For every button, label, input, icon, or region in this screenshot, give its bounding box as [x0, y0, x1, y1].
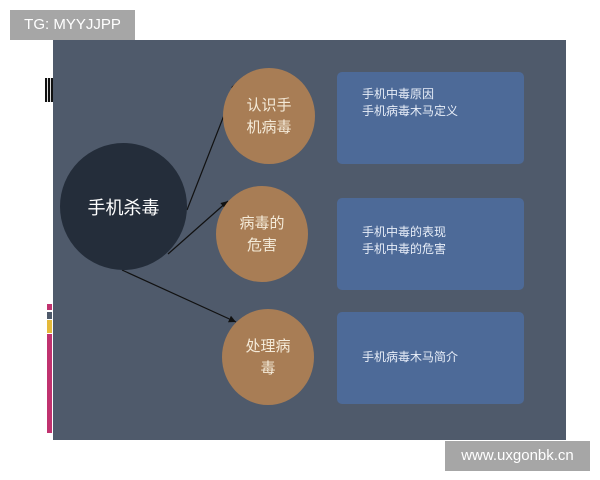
- left-bar-segment-magenta: [47, 334, 52, 433]
- left-bar-segment-yellow: [47, 320, 52, 333]
- tag-label: TG: MYYJJPP: [10, 10, 135, 40]
- topic-node-label: 病毒的 危害: [239, 214, 285, 254]
- left-bar-segment-slate: [47, 312, 52, 319]
- detail-item: 手机病毒木马定义: [362, 104, 459, 118]
- detail-box-virus-harm: 手机中毒的表现 手机中毒的危害: [337, 198, 524, 290]
- left-bar-segment-magenta-small: [47, 304, 52, 310]
- watermark-label: www.uxgonbk.cn: [445, 441, 590, 471]
- detail-box-handle-virus: 手机病毒木马简介: [337, 312, 524, 404]
- center-node-label: 手机杀毒: [87, 197, 160, 219]
- detail-item: 手机中毒原因: [362, 87, 435, 101]
- detail-item: 手机病毒木马简介: [362, 350, 459, 364]
- topic-node-label: 认识手 机病毒: [246, 96, 292, 136]
- detail-item: 手机中毒的危害: [362, 242, 447, 256]
- topic-node-label: 处理病 毒: [245, 337, 291, 377]
- topic-node-virus-harm: 病毒的 危害: [216, 186, 308, 282]
- arrow-to-topic-2: [167, 200, 229, 255]
- detail-box-recognize-virus: 手机中毒原因 手机病毒木马定义: [337, 72, 524, 164]
- arrow-to-topic-3: [121, 269, 237, 323]
- topic-node-recognize-virus: 认识手 机病毒: [223, 68, 315, 164]
- center-node: 手机杀毒: [60, 143, 187, 270]
- detail-item: 手机中毒的表现: [362, 225, 447, 239]
- slide-edge-marker: [45, 78, 53, 102]
- topic-node-handle-virus: 处理病 毒: [222, 309, 314, 405]
